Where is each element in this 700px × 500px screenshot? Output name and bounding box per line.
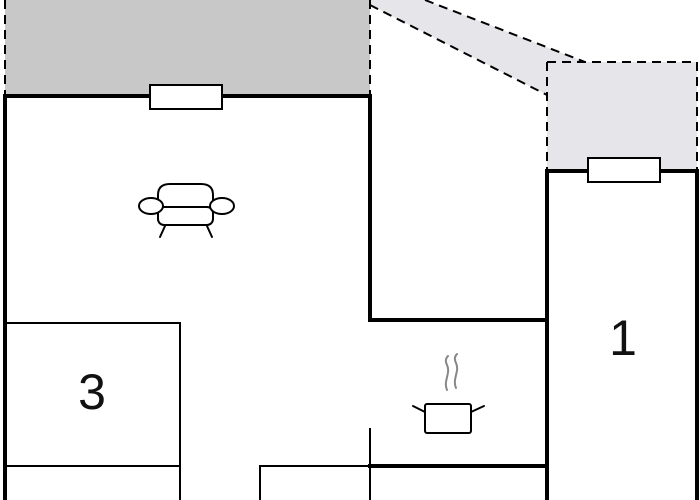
terrace-diagonal — [370, 0, 585, 95]
window-room-1 — [587, 157, 661, 183]
sofa-icon — [138, 183, 235, 238]
terrace-outline — [4, 0, 698, 171]
interior-walls — [4, 322, 371, 500]
room-1-label: 1 — [609, 310, 637, 366]
steam-icon — [444, 353, 459, 391]
room-3-label: 3 — [78, 364, 106, 420]
terrace-left — [5, 0, 370, 96]
window-living — [149, 84, 223, 110]
cooking-pot-icon — [412, 353, 485, 434]
terrace-right — [547, 62, 697, 171]
